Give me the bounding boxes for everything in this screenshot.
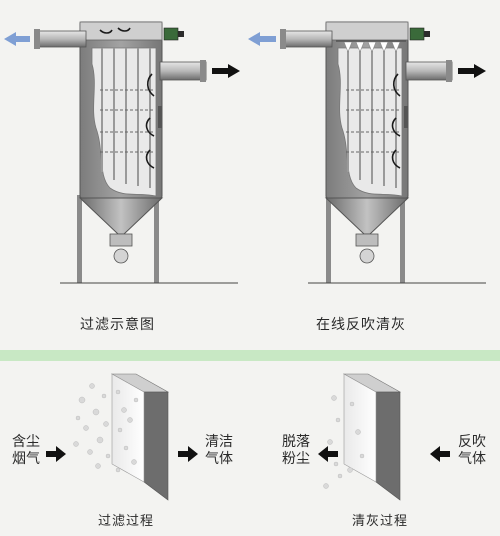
outlet-flange — [34, 29, 40, 49]
inlet-flange — [446, 60, 452, 82]
support-leg — [77, 195, 82, 283]
airflow-arrows — [99, 27, 155, 169]
section-divider — [0, 350, 500, 361]
inlet-pipe — [405, 61, 453, 81]
filtration-unit — [4, 21, 240, 284]
rotary-valve — [355, 233, 379, 247]
dusty-gas-label: 含尘 烟气 — [12, 434, 40, 467]
detached-dust-label: 脱落 粉尘 — [282, 434, 310, 467]
pulse-jets — [343, 41, 401, 53]
clean-gas-label: 清洁 气体 — [205, 434, 233, 467]
falling-dust-arrow — [318, 446, 338, 462]
clean-air-chamber — [325, 21, 409, 41]
cleaning-process-caption: 清灰过程 — [352, 514, 409, 529]
filtration-diagram-caption: 过滤示意图 — [80, 317, 155, 333]
cleaning-diagram-caption: 在线反吹清灰 — [316, 317, 406, 333]
filtration-process — [46, 373, 198, 501]
flow-paths — [100, 89, 154, 153]
outlet-pipe — [37, 30, 87, 48]
dust-particles — [73, 383, 139, 473]
inlet-arrow — [458, 64, 486, 78]
ash-hopper — [78, 197, 164, 235]
flow-paths — [346, 89, 400, 153]
falling-dust — [323, 395, 365, 489]
support-leg — [154, 195, 159, 283]
pulse-valve-cap — [424, 31, 430, 37]
airflow-arrows — [391, 73, 401, 169]
pulse-cleaning-unit — [248, 21, 486, 284]
ash-hopper — [324, 197, 410, 235]
rotary-valve — [109, 233, 133, 247]
support-leg — [326, 195, 331, 283]
pulse-valve — [163, 27, 179, 41]
outlet-flange — [280, 29, 286, 49]
outlet-arrow — [248, 32, 276, 46]
filter-panel-side — [375, 391, 401, 501]
access-door-hinge — [158, 106, 162, 128]
discharge-outlet — [113, 248, 129, 264]
inlet-pipe — [159, 61, 207, 81]
inlet-arrow — [212, 64, 240, 78]
discharge-outlet — [359, 248, 375, 264]
pulse-valve — [409, 27, 425, 41]
reverse-blow-arrow — [430, 446, 450, 462]
pulse-valve-cap — [178, 31, 184, 37]
filter-panel-face — [343, 373, 377, 483]
inlet-flange — [200, 60, 206, 82]
access-door-hinge — [404, 106, 408, 128]
outlet-arrow — [4, 32, 30, 46]
dusty-gas-arrow — [46, 446, 66, 462]
support-leg — [400, 195, 405, 283]
filter-panel-side — [143, 391, 169, 501]
clean-gas-arrow — [178, 446, 198, 462]
filtration-process-caption: 过滤过程 — [98, 514, 155, 529]
outlet-pipe — [283, 30, 333, 48]
reverse-blow-gas-label: 反吹 气体 — [458, 434, 486, 467]
cleaning-process — [318, 373, 450, 501]
